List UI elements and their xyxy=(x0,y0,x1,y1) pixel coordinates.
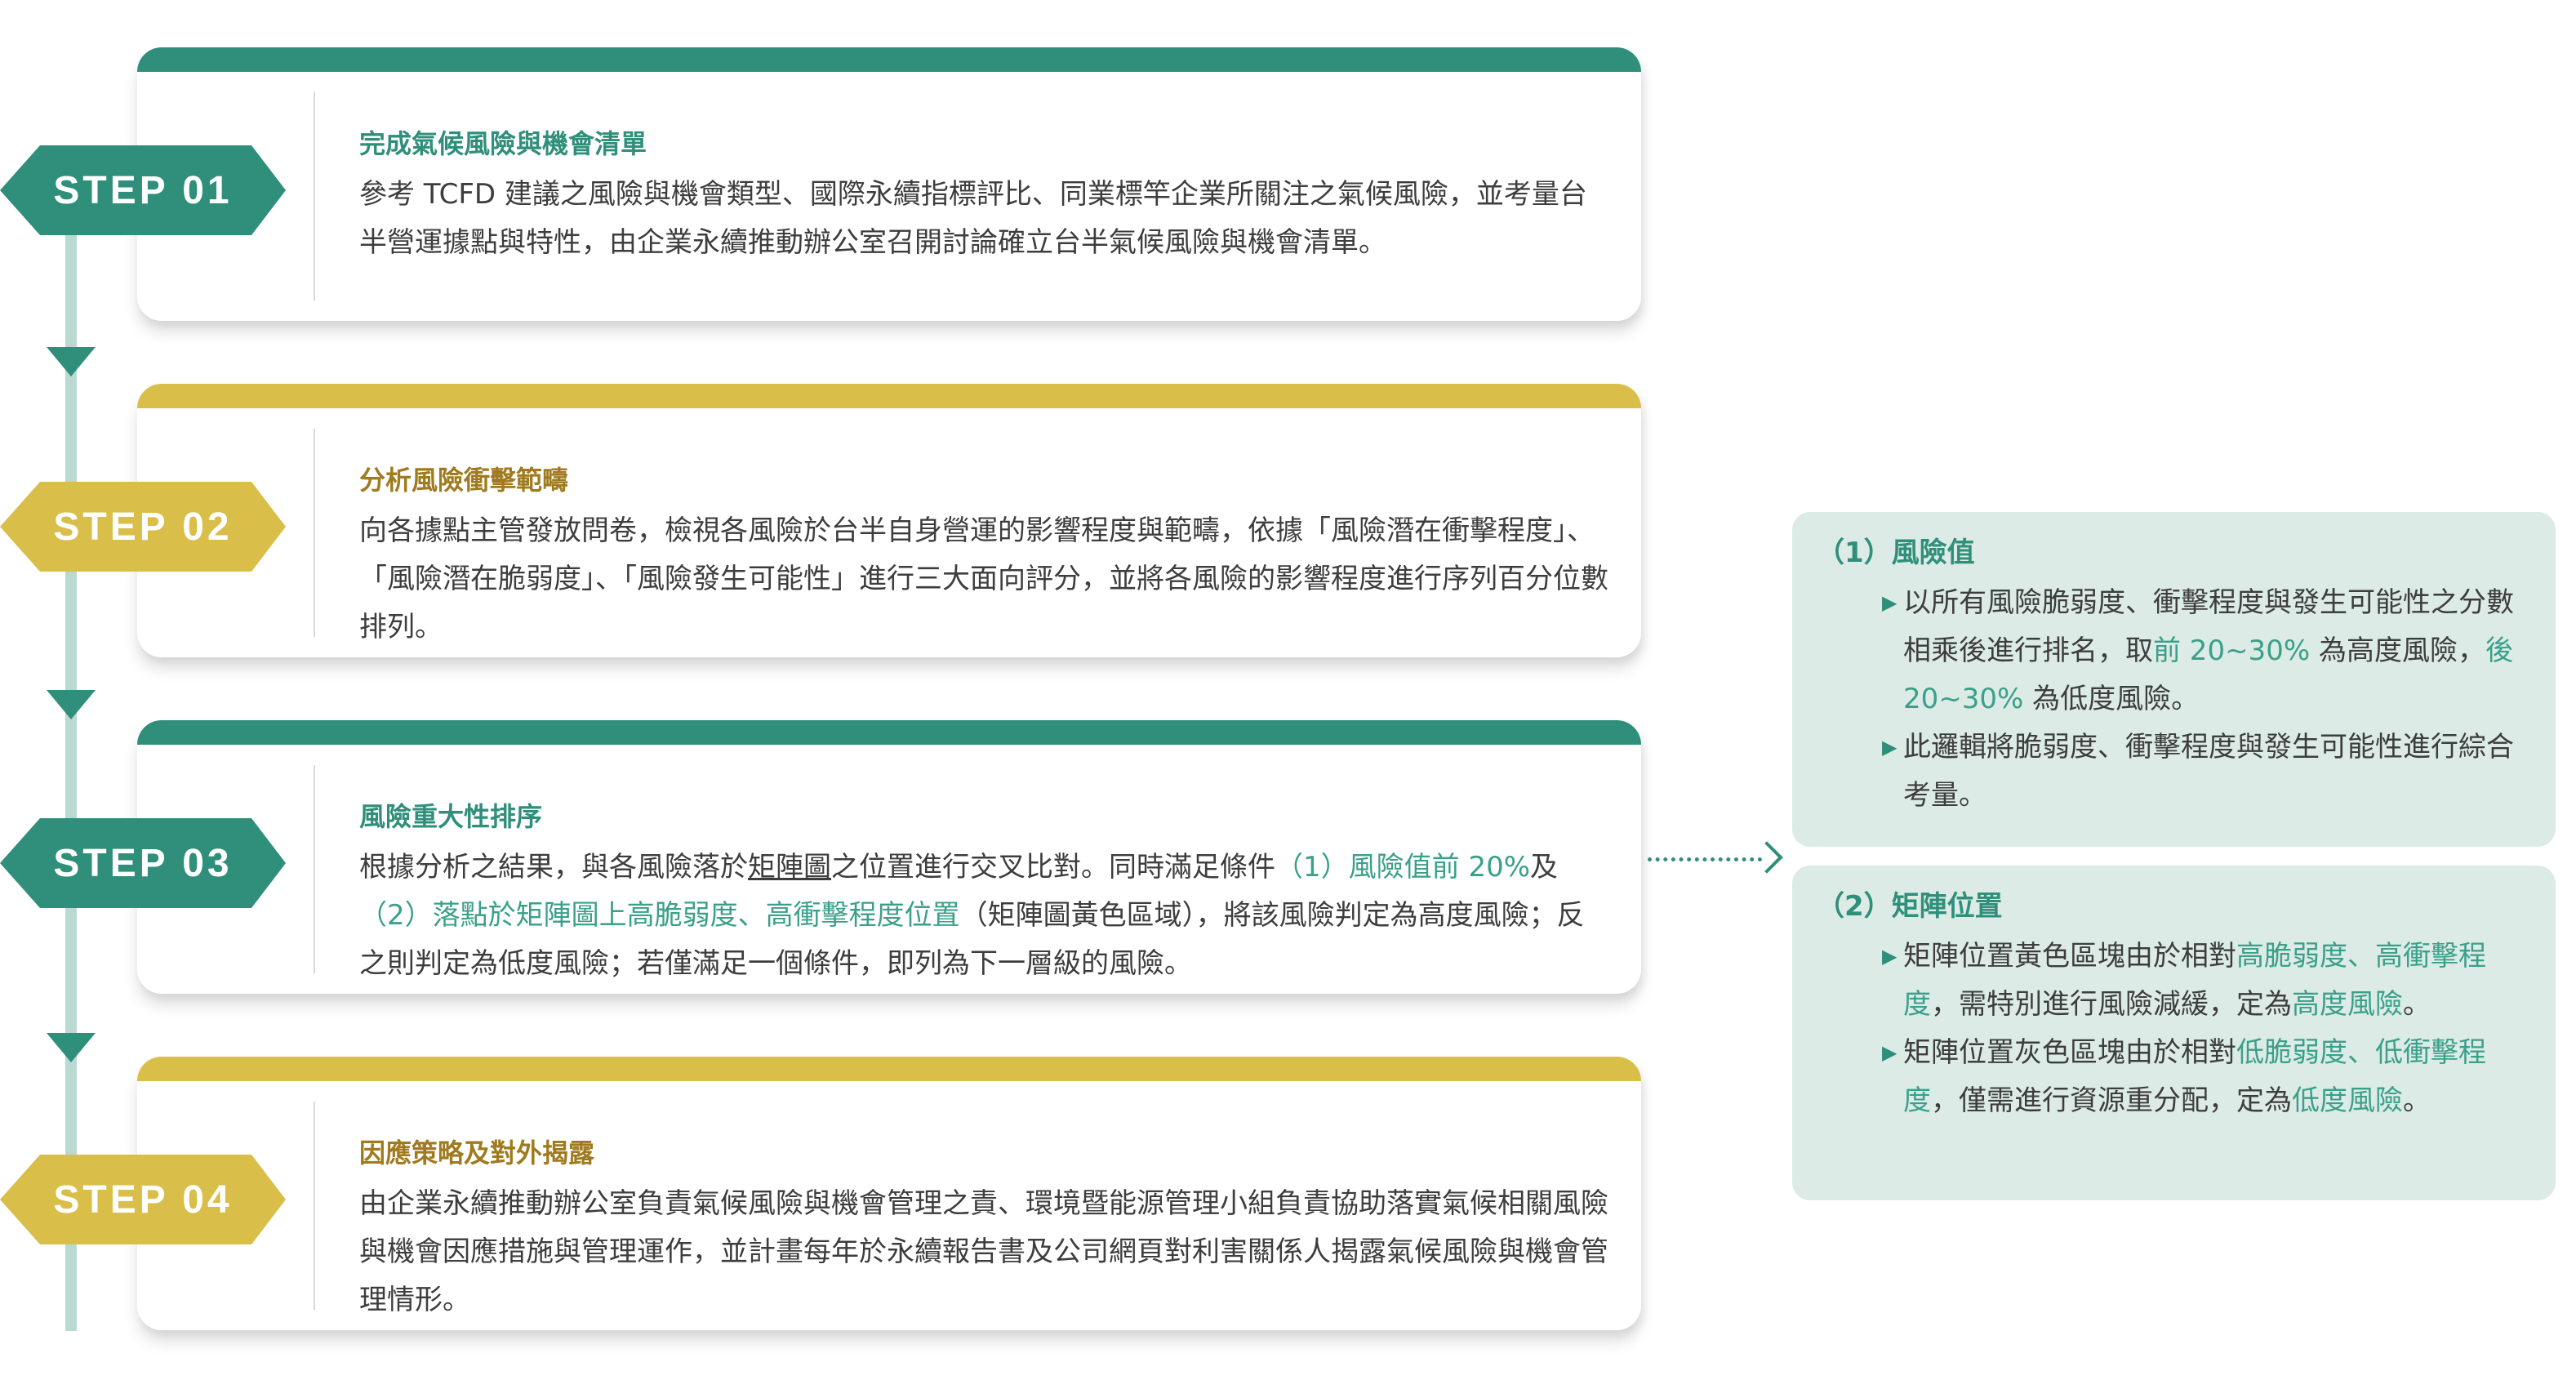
step-03-card: 風險重大性排序 根據分析之結果，與各風險落於矩陣圖之位置進行交叉比對。同時滿足條… xyxy=(137,720,1641,994)
risk-value-bullet: ▶ 此邏輯將脆弱度、衝擊程度與發生可能性進行綜合考量。 xyxy=(1817,723,2539,820)
right-triangle-icon: ▶ xyxy=(1882,591,1898,614)
card-divider xyxy=(314,765,315,973)
step-03-title: 風險重大性排序 xyxy=(359,801,543,832)
risk-value-title: （1）風險值 xyxy=(1817,536,1975,569)
step-01-body: 參考 TCFD 建議之風險與機會類型、國際永續指標評比、同業標竿企業所關注之氣候… xyxy=(359,178,1587,259)
high-risk-highlight: 高度風險 xyxy=(2292,988,2403,1021)
bottom-range-highlight: 後 20~30% xyxy=(1903,634,2513,715)
card-divider xyxy=(314,92,315,300)
matrix-term: 矩陣圖 xyxy=(748,851,831,884)
right-triangle-icon: ▶ xyxy=(1882,1041,1898,1064)
risk-value-bullet: ▶ 以所有風險脆弱度、衝擊程度與發生可能性之分數相乘後進行排名，取前 20~30… xyxy=(1817,579,2539,723)
matrix-position-panel: （2）矩陣位置 ▶ 矩陣位置黃色區塊由於相對高脆弱度、高衝擊程度，需特別進行風險… xyxy=(1792,866,2556,1200)
step-03-body-text: 及 xyxy=(1530,851,1559,884)
bullet-text: 矩陣位置黃色區塊由於相對 xyxy=(1903,940,2236,973)
step-03-body: 根據分析之結果，與各風險落於矩陣圖之位置進行交叉比對。同時滿足條件（1）風險值前… xyxy=(359,844,1608,988)
bullet-text: ，需特別進行風險減緩，定為 xyxy=(1931,988,2292,1021)
step-02-badge: STEP 02 xyxy=(0,482,286,572)
card-divider xyxy=(314,429,315,637)
dotted-arrow-icon xyxy=(1648,857,1762,861)
step-03-body-text: 之位置進行交叉比對。同時滿足條件 xyxy=(831,851,1275,884)
step-02-body: 向各據點主管發放問卷，檢視各風險於台半自身營運的影響程度與範疇，依據「風險潛在衝… xyxy=(359,514,1608,643)
high-level-highlight: 高脆弱度、高衝擊程度 xyxy=(1903,940,2486,1021)
risk-value-panel: （1）風險值 ▶ 以所有風險脆弱度、衝擊程度與發生可能性之分數相乘後進行排名，取… xyxy=(1792,512,2556,847)
condition-2-highlight: （2）落點於矩陣圖上高脆弱度、高衝擊程度位置 xyxy=(359,899,960,932)
down-triangle-icon xyxy=(47,347,96,376)
down-triangle-icon xyxy=(47,1033,96,1062)
bullet-text: 。 xyxy=(2403,988,2431,1021)
step-02-title: 分析風險衝擊範疇 xyxy=(359,465,569,496)
arrow-head-icon xyxy=(1751,841,1783,874)
bullet-text: 矩陣位置灰色區塊由於相對 xyxy=(1903,1036,2236,1069)
low-level-highlight: 低脆弱度、低衝擊程度 xyxy=(1903,1036,2486,1117)
step-01-card: 完成氣候風險與機會清單 參考 TCFD 建議之風險與機會類型、國際永續指標評比、… xyxy=(137,47,1641,321)
bullet-text: 為低度風險。 xyxy=(2023,683,2200,715)
bullet-text: 為高度風險， xyxy=(2310,634,2485,667)
step-04-title: 因應策略及對外揭露 xyxy=(359,1137,595,1169)
step-03-badge: STEP 03 xyxy=(0,818,286,908)
condition-1-highlight: （1）風險值前 20% xyxy=(1275,851,1531,884)
right-triangle-icon: ▶ xyxy=(1882,736,1898,759)
matrix-position-title: （2）矩陣位置 xyxy=(1817,890,2003,923)
step-04-card: 因應策略及對外揭露 由企業永續推動辦公室負責氣候風險與機會管理之責、環境暨能源管… xyxy=(137,1057,1641,1330)
bullet-text: ，僅需進行資源重分配，定為 xyxy=(1931,1084,2292,1117)
step-04-badge: STEP 04 xyxy=(0,1155,286,1244)
bullet-text: 以所有風險脆弱度、衝擊程度與發生可能性之分數相乘後進行排名，取 xyxy=(1903,586,2514,667)
right-triangle-icon: ▶ xyxy=(1882,945,1898,968)
step-01-badge: STEP 01 xyxy=(0,145,286,235)
matrix-position-bullet: ▶ 矩陣位置灰色區塊由於相對低脆弱度、低衝擊程度，僅需進行資源重分配，定為低度風… xyxy=(1817,1029,2539,1125)
bullet-text: 此邏輯將脆弱度、衝擊程度與發生可能性進行綜合考量。 xyxy=(1903,731,2514,812)
low-risk-highlight: 低度風險 xyxy=(2292,1084,2403,1117)
step-04-body: 由企業永續推動辦公室負責氣候風險與機會管理之責、環境暨能源管理小組負責協助落實氣… xyxy=(359,1187,1608,1316)
top-range-highlight: 前 20~30% xyxy=(2153,634,2311,667)
bullet-text: 。 xyxy=(2403,1084,2431,1117)
step-03-body-text: 根據分析之結果，與各風險落於 xyxy=(359,851,748,884)
down-triangle-icon xyxy=(47,690,96,719)
card-divider xyxy=(314,1102,315,1310)
step-03-body-text: （矩陣圖黃色區域），將該風險判定為高度風險；反之則判定為低度風險；若僅滿足一個條… xyxy=(359,899,1585,980)
step-01-title: 完成氣候風險與機會清單 xyxy=(359,128,647,159)
step-02-card: 分析風險衝擊範疇 向各據點主管發放問卷，檢視各風險於台半自身營運的影響程度與範疇… xyxy=(137,384,1641,657)
matrix-position-bullet: ▶ 矩陣位置黃色區塊由於相對高脆弱度、高衝擊程度，需特別進行風險減緩，定為高度風… xyxy=(1817,933,2539,1029)
